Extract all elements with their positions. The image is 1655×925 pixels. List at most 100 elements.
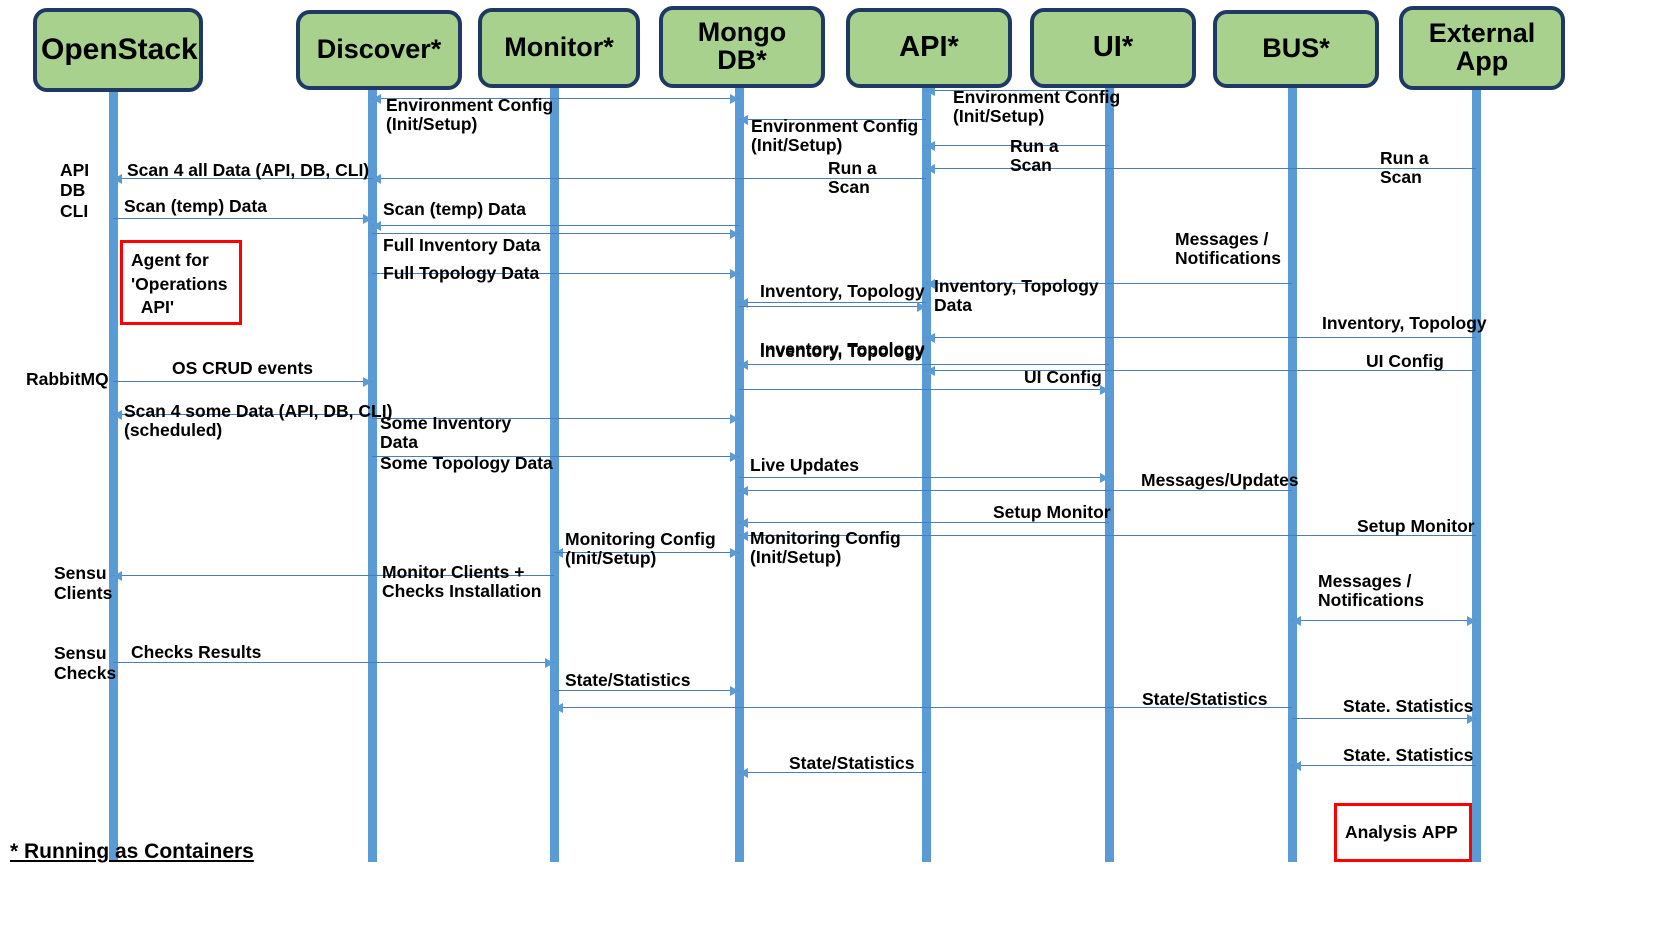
message-line-m02 bbox=[554, 98, 739, 99]
lifeline-api bbox=[922, 88, 931, 862]
note-analysis-app-note: Analysis APP bbox=[1334, 803, 1472, 862]
message-label-m17: Inventory, Topology bbox=[760, 341, 925, 361]
message-label-m03: Environment Config(Init/Setup) bbox=[953, 87, 1121, 126]
message-label-m19: OS CRUD events bbox=[172, 358, 314, 378]
message-line-m36 bbox=[1292, 718, 1476, 719]
arrowhead-m26 bbox=[739, 485, 748, 496]
arrowhead-m30 bbox=[730, 547, 739, 558]
message-line-m08 bbox=[372, 178, 926, 179]
message-line-m25 bbox=[739, 477, 1109, 478]
arrowhead-m38 bbox=[739, 767, 748, 778]
actor-label-openstack: OpenStack bbox=[41, 32, 198, 66]
arrowhead-m03 bbox=[926, 85, 935, 96]
actor-box-ui[interactable]: UI* bbox=[1030, 8, 1196, 88]
actor-label-monitor: Monitor* bbox=[504, 32, 614, 63]
message-line-m11 bbox=[372, 233, 739, 234]
arrowhead-m37 bbox=[1292, 760, 1301, 771]
message-label-m07: Scan 4 all Data (API, DB, CLI) bbox=[127, 160, 370, 180]
message-label-m01: Environment Config(Init/Setup) bbox=[386, 95, 554, 134]
arrowhead-m07 bbox=[113, 173, 122, 184]
message-line-m26 bbox=[739, 490, 1292, 491]
arrowhead-m16 bbox=[926, 332, 935, 343]
message-label-m32: Messages /Notifications bbox=[1318, 571, 1424, 610]
message-label-m23: Some Topology Data bbox=[380, 453, 553, 473]
side-label-rabbitmq: RabbitMQ bbox=[26, 369, 109, 389]
message-line-m06 bbox=[926, 168, 1476, 169]
message-label-m27: Setup Monitor bbox=[993, 502, 1111, 522]
message-label-m21: Scan 4 some Data (API, DB, CLI)(schedule… bbox=[124, 401, 393, 440]
arrowhead-m06 bbox=[926, 163, 935, 174]
arrowhead-m33 bbox=[545, 657, 554, 668]
message-label-m35: State/Statistics bbox=[1142, 689, 1268, 709]
message-line-m01 bbox=[372, 98, 554, 99]
actor-box-bus[interactable]: BUS* bbox=[1213, 10, 1379, 88]
message-line-m19 bbox=[113, 381, 372, 382]
message-label-m29: Monitoring Config(Init/Setup) bbox=[565, 529, 716, 568]
actor-box-discover[interactable]: Discover* bbox=[296, 10, 462, 90]
message-label-m25: Live Updates bbox=[750, 455, 859, 475]
message-label-m09: Scan (temp) Data bbox=[124, 196, 267, 216]
message-label-m13: Messages /Notifications bbox=[1175, 229, 1281, 268]
arrowhead-m01 bbox=[372, 93, 381, 104]
message-label-m15: Inventory, Topology bbox=[760, 281, 925, 301]
message-line-m21 bbox=[113, 414, 372, 415]
message-line-m35 bbox=[554, 707, 1292, 708]
arrowhead-m10 bbox=[372, 220, 381, 231]
arrowhead-m22 bbox=[730, 413, 739, 424]
message-line-m18 bbox=[926, 370, 1476, 371]
message-line-m20 bbox=[739, 389, 1109, 390]
message-label-m28: Setup Monitor bbox=[1357, 516, 1475, 536]
actor-box-api[interactable]: API* bbox=[846, 8, 1012, 88]
message-label-m31: Monitor Clients +Checks Installation bbox=[382, 562, 542, 601]
actor-label-discover: Discover* bbox=[316, 34, 442, 65]
message-label-m11: Full Inventory Data bbox=[383, 235, 541, 255]
message-line-m13 bbox=[926, 283, 1292, 284]
arrowhead-m04 bbox=[739, 114, 748, 125]
arrowhead-m34 bbox=[730, 685, 739, 696]
arrowhead-m20 bbox=[1100, 384, 1109, 395]
actor-label-ui: UI* bbox=[1092, 31, 1134, 64]
arrowhead-m09 bbox=[363, 213, 372, 224]
message-line-m22 bbox=[372, 418, 739, 419]
lifeline-discover bbox=[368, 88, 377, 862]
actor-box-openstack[interactable]: OpenStack bbox=[33, 8, 203, 92]
actor-box-monitor[interactable]: Monitor* bbox=[478, 8, 640, 88]
arrowhead-m32 bbox=[1467, 615, 1476, 626]
message-label-m34: State/Statistics bbox=[565, 670, 691, 690]
message-line-m27 bbox=[739, 522, 1109, 523]
arrowhead-m21 bbox=[113, 409, 122, 420]
footnote-running-as-containers: * Running as Containers bbox=[10, 840, 254, 863]
note-agent-note: Agent for'Operations API' bbox=[120, 240, 242, 325]
lifeline-mongodb bbox=[735, 88, 744, 862]
message-line-m04 bbox=[739, 119, 926, 120]
message-label-m37: State. Statistics bbox=[1343, 745, 1474, 765]
lifeline-ui bbox=[1105, 88, 1114, 862]
message-line-m09 bbox=[113, 218, 372, 219]
message-line-m34 bbox=[554, 690, 739, 691]
message-line-m32 bbox=[1292, 620, 1476, 621]
arrowhead-m08 bbox=[372, 173, 381, 184]
lifeline-monitor bbox=[550, 88, 559, 862]
arrowhead-m14 bbox=[739, 297, 748, 308]
message-line-m05 bbox=[926, 145, 1109, 146]
message-label-m24: Inventory, Topology bbox=[760, 339, 925, 359]
arrowhead-m19 bbox=[363, 376, 372, 387]
message-line-m14 bbox=[739, 302, 926, 303]
arrowhead-m35 bbox=[554, 702, 563, 713]
arrowhead-m32 bbox=[1292, 615, 1301, 626]
arrowhead-m15 bbox=[917, 301, 926, 312]
message-label-m38: State/Statistics bbox=[789, 753, 915, 773]
arrowhead-m31 bbox=[113, 570, 122, 581]
message-line-m37 bbox=[1292, 765, 1476, 766]
message-label-m16: Inventory, Topology bbox=[1322, 313, 1487, 333]
